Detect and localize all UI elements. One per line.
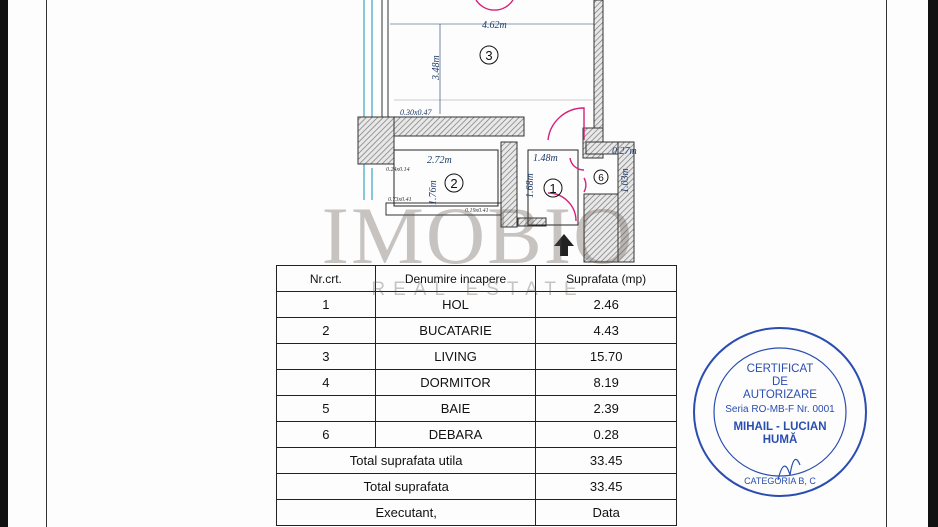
wall <box>357 116 395 165</box>
row-number: 1 <box>276 291 376 318</box>
right-margin-line <box>886 0 887 527</box>
row-number: 5 <box>276 395 376 422</box>
signature <box>777 458 801 481</box>
wall <box>617 141 635 263</box>
dimension-label: 0.19x0.41 <box>465 207 489 214</box>
stamp-line: DE <box>772 376 788 388</box>
stamp-line: CERTIFICAT <box>746 363 814 375</box>
room-area: 2.39 <box>535 395 677 422</box>
room-area: 4.43 <box>535 317 677 344</box>
door-swing <box>547 192 577 222</box>
room-area: 8.19 <box>535 369 677 396</box>
room-number-marker <box>543 178 563 198</box>
table-row: 6 DEBARA 0.28 <box>276 421 677 448</box>
wall <box>500 141 518 228</box>
floor-plan: 3 2 1 6 4.62m 3.48m 0.30x0.47 2.72m 1.48… <box>357 0 637 263</box>
dimension-label: 1.03m <box>620 168 631 193</box>
column-header: Nr.crt. <box>276 265 376 292</box>
table-row: 2 BUCATARIE 4.43 <box>276 317 677 344</box>
entrance-arrow-icon <box>554 234 574 256</box>
date-label: Data <box>535 499 677 526</box>
dimension-label: 0.73x0.41 <box>388 196 412 203</box>
executant-label: Executant, <box>275 499 537 526</box>
door-swing <box>583 177 587 193</box>
stamp-ring <box>693 327 867 497</box>
room-number: 6 <box>598 173 604 184</box>
footer-row: Executant, Data <box>275 499 677 526</box>
kitchen-outline <box>393 149 499 207</box>
room-name: BAIE <box>374 395 537 422</box>
room-area: 15.70 <box>535 343 677 370</box>
door-swing <box>475 0 514 11</box>
stamp-name: MIHAIL - LUCIAN <box>733 421 827 433</box>
wall <box>593 0 604 141</box>
room-name: LIVING <box>374 343 537 370</box>
room-name: BUCATARIE <box>374 317 537 344</box>
dimension-label: 0.24x0.14 <box>386 166 410 173</box>
stamp-category: CATEGORIA B, C <box>744 476 816 486</box>
table-row: 3 LIVING 15.70 <box>276 343 677 370</box>
room-number-marker <box>444 173 464 193</box>
room-number: 2 <box>450 176 457 191</box>
authorization-stamp: CERTIFICAT DE AUTORIZARE Seria RO-MB-F N… <box>690 325 870 500</box>
door-swing <box>547 107 585 141</box>
area-table: Nr.crt. Denumire incapere Suprafata (mp)… <box>275 265 677 526</box>
column-header: Denumire incapere <box>374 265 537 292</box>
stamp-name: HUMĂ <box>762 434 798 446</box>
hall-outline <box>527 149 579 226</box>
row-number: 2 <box>276 317 376 344</box>
door-swing <box>569 157 585 171</box>
stamp-series: Seria RO-MB-F Nr. 0001 <box>725 404 835 415</box>
row-number: 6 <box>276 421 376 448</box>
dimension-label: 0.30x0.47 <box>400 108 433 117</box>
total-useful-row: Total suprafata utila 33.45 <box>275 447 677 474</box>
dimension-label: 0.27m <box>612 146 637 157</box>
document-page: 3 2 1 6 4.62m 3.48m 0.30x0.47 2.72m 1.48… <box>8 0 928 527</box>
stamp-line: AUTORIZARE <box>743 389 817 401</box>
table-header-row: Nr.crt. Denumire incapere Suprafata (mp) <box>276 265 677 292</box>
wall <box>517 217 547 227</box>
table-row: 4 DORMITOR 8.19 <box>276 369 677 396</box>
left-margin-line <box>46 0 47 527</box>
wall <box>393 116 525 137</box>
room-number-marker <box>479 45 499 65</box>
room-number-marker <box>593 169 609 185</box>
total-label: Total suprafata <box>275 473 537 500</box>
room-name: DEBARA <box>374 421 537 448</box>
dimension-label: 3.48m <box>431 55 442 81</box>
total-useful-value: 33.45 <box>535 447 677 474</box>
room-number: 3 <box>485 48 492 63</box>
dimension-label: 4.62m <box>482 20 507 31</box>
table-row: 1 HOL 2.46 <box>276 291 677 318</box>
room-area: 2.46 <box>535 291 677 318</box>
column-header: Suprafata (mp) <box>535 265 677 292</box>
dimension-label: 2.72m <box>427 155 452 166</box>
dimension-label: 1.48m <box>533 153 558 164</box>
table-row: 5 BAIE 2.39 <box>276 395 677 422</box>
room-area: 0.28 <box>535 421 677 448</box>
room-name: DORMITOR <box>374 369 537 396</box>
room-name: HOL <box>374 291 537 318</box>
total-row: Total suprafata 33.45 <box>275 473 677 500</box>
row-number: 4 <box>276 369 376 396</box>
dimension-label: 1.76m <box>428 180 439 205</box>
row-number: 3 <box>276 343 376 370</box>
room-number: 1 <box>549 181 556 196</box>
dimension-label: 1.68m <box>525 173 536 198</box>
total-useful-label: Total suprafata utila <box>275 447 537 474</box>
wall <box>583 193 619 263</box>
total-value: 33.45 <box>535 473 677 500</box>
